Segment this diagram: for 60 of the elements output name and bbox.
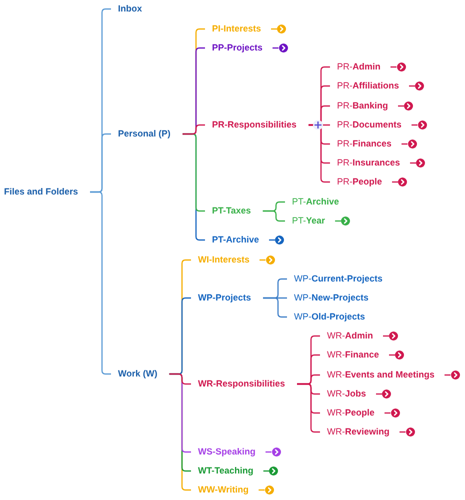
chevron-circle-icon: [396, 62, 406, 72]
chevron-circle-icon: [264, 486, 274, 494]
topic-label: WR-Events and Meetings: [325, 370, 437, 380]
topic-label: WR-Admin: [325, 330, 375, 342]
topic-label: WR-Finance: [325, 350, 382, 360]
topic-label: PP-Projects: [210, 42, 265, 54]
topic-label: PR-Insurances: [335, 158, 402, 168]
topic-label: PT-Archive: [290, 196, 342, 208]
chevron-circle-icon: [275, 236, 284, 244]
topic-label: WI-Interests: [196, 254, 252, 266]
chevron-circle-icon: [389, 332, 398, 340]
topic-label: PR-Finances: [335, 138, 394, 150]
branch-line: [169, 373, 191, 385]
chevron-circle-icon: [404, 102, 414, 110]
topic-label: WR-Jobs: [325, 388, 368, 400]
topic-label: WW-Writing: [196, 484, 251, 496]
topic-label: PI-Interests: [210, 24, 264, 34]
topic-label: PR-Banking: [335, 100, 390, 112]
chevron-circle-icon: [406, 428, 415, 436]
chevron-circle-icon: [398, 178, 408, 186]
topic-label: WP-Projects: [196, 292, 254, 304]
chevron-circle-icon: [341, 216, 350, 226]
chevron-circle-icon: [408, 140, 417, 148]
branch-line: [262, 201, 285, 212]
topic-label: PR-Responsibilities: [210, 120, 299, 130]
topic-label: PT-Archive: [210, 234, 262, 246]
chevron-circle-icon: [416, 158, 426, 168]
topic-label: PR-People: [335, 176, 384, 188]
topic-label: Work (W): [116, 368, 160, 380]
chevron-circle-icon: [415, 82, 424, 90]
topic-label: PR-Admin: [335, 62, 382, 72]
chevron-circle-icon: [266, 256, 275, 264]
branch-line: [263, 297, 287, 299]
chevron-circle-icon: [269, 466, 278, 476]
topic-label: PR-Affiliations: [335, 80, 401, 92]
topic-label: Personal (P): [116, 128, 173, 140]
chevron-circle-icon: [390, 408, 400, 418]
branch-line: [297, 374, 320, 385]
topic-label: PT-Taxes: [210, 206, 253, 216]
topic-label: WP-New-Projects: [292, 292, 371, 304]
topic-label: WT-Teaching: [196, 466, 256, 476]
chevron-circle-icon: [382, 390, 392, 398]
chevron-circle-icon: [418, 120, 427, 130]
chevron-circle-icon: [272, 448, 281, 456]
branch-line: [182, 124, 205, 135]
chevron-circle-icon: [450, 370, 460, 380]
topic-label: WP-Old-Projects: [292, 312, 368, 322]
topic-label: WR-Responsibilities: [196, 378, 288, 390]
topic-label: WR-People: [325, 408, 377, 418]
topic-label: WP-Current-Projects: [292, 274, 385, 284]
chevron-circle-icon: [277, 24, 286, 34]
chevron-circle-icon: [278, 44, 288, 52]
topic-label: WR-Reviewing: [325, 426, 392, 438]
topic-label: WS-Speaking: [196, 446, 258, 458]
topic-label: PT-Year: [290, 216, 328, 226]
topic-label: Files and Folders: [2, 186, 80, 198]
chevron-circle-icon: [395, 350, 404, 360]
topic-label: Inbox: [116, 4, 144, 14]
topic-label: PR-Documents: [335, 120, 404, 130]
branch-line: [90, 133, 111, 193]
